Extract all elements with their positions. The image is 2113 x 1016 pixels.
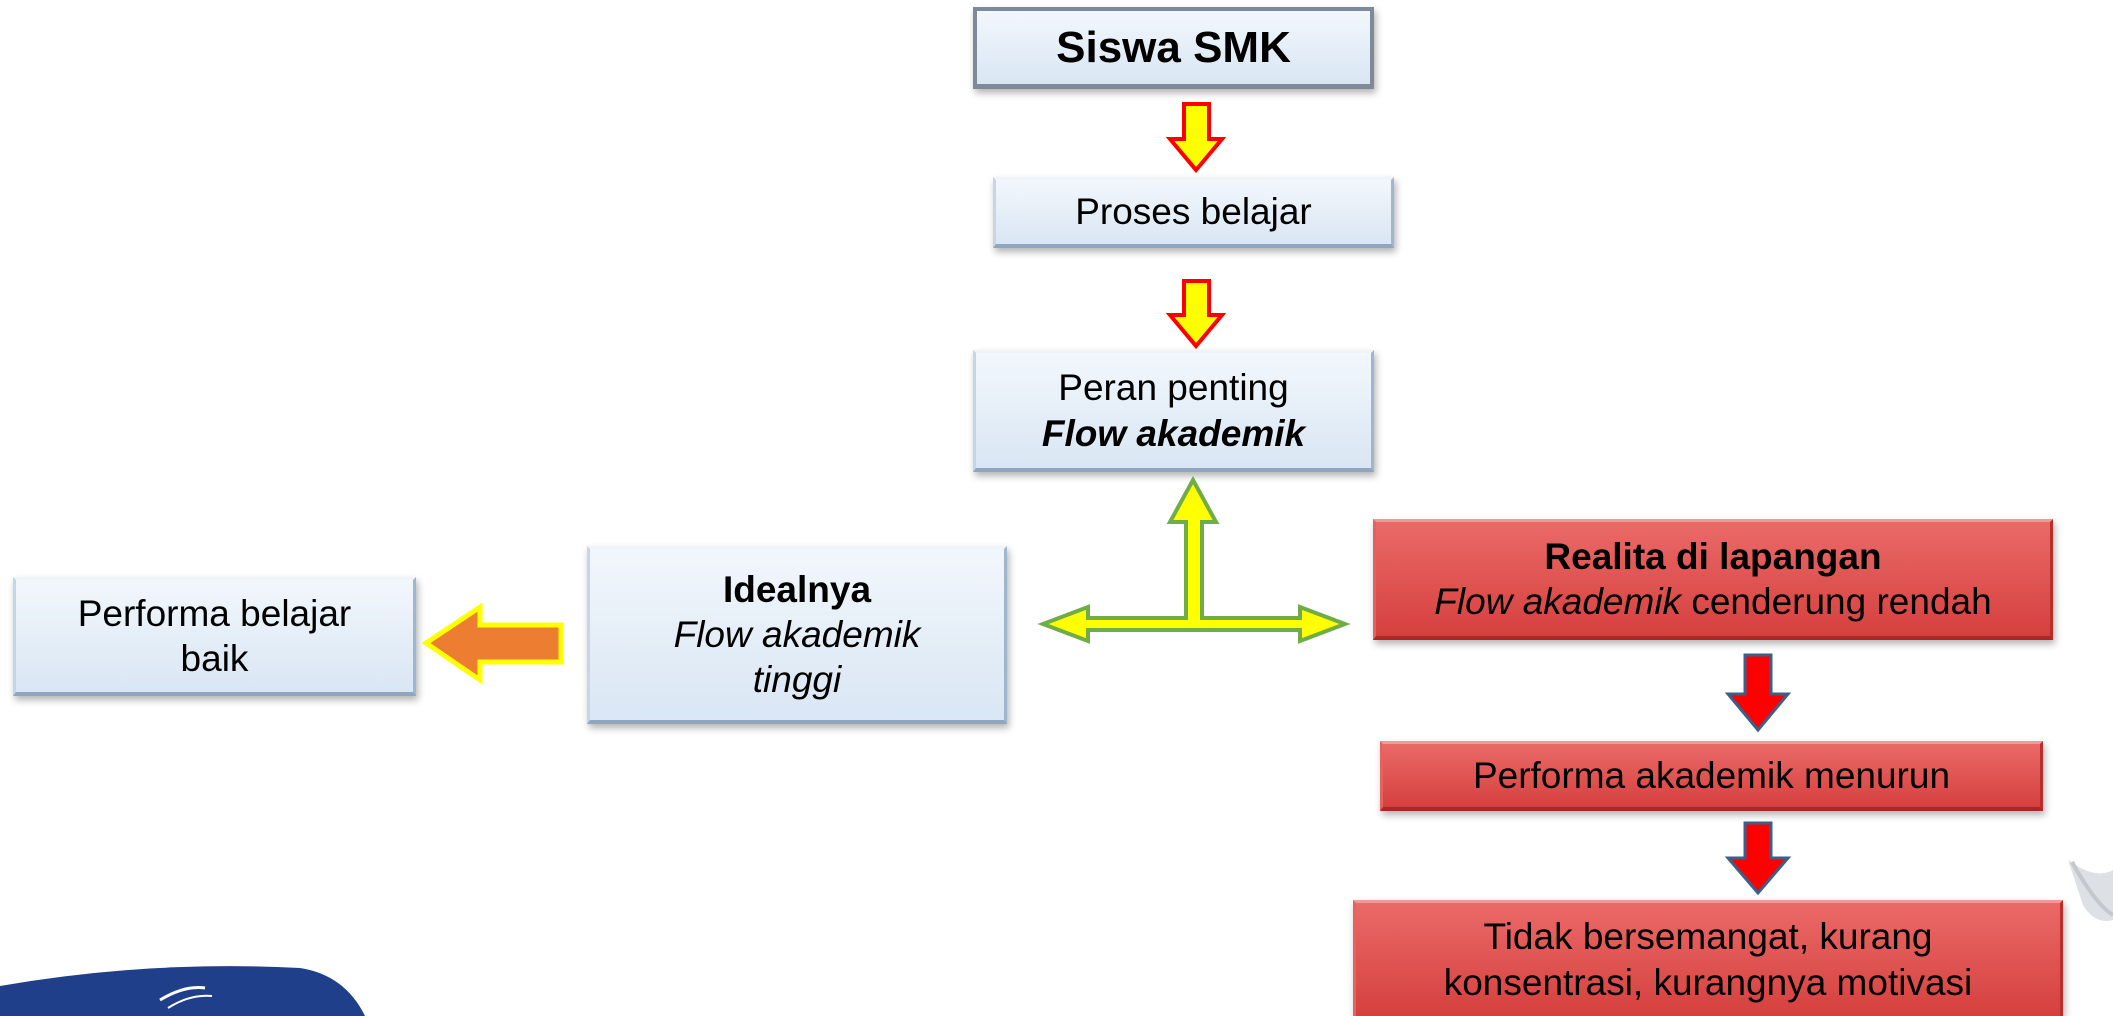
node-realita-di-lapangan: Realita di lapangan Flow akademik cender… [1373, 519, 2053, 640]
node-idealnya-line3: tinggi [752, 659, 842, 701]
arrow-peran-branch [1037, 475, 1351, 644]
node-performa-akademik-menurun-label: Performa akademik menurun [1472, 754, 1951, 796]
node-performa-belajar-baik-line1: Performa belajar [77, 592, 352, 634]
arrow-siswa-to-proses [1165, 102, 1227, 174]
node-idealnya: Idealnya Flow akademik tinggi [587, 546, 1007, 724]
node-proses-belajar-label: Proses belajar [1075, 191, 1312, 233]
node-realita-line2: Flow akademik cenderung rendah [1434, 579, 1991, 624]
arrow-idealnya-to-performa [421, 602, 564, 685]
node-realita-line2-italic: Flow akademik [1434, 581, 1682, 622]
arrow-menurun-to-tidak [1724, 821, 1792, 896]
node-peran-penting: Peran penting Flow akademik [973, 350, 1374, 472]
node-peran-penting-line1: Peran penting [1058, 367, 1289, 409]
logo-partial [0, 966, 365, 1016]
node-realita-line2-rest: cenderung rendah [1681, 581, 1992, 622]
node-idealnya-title: Idealnya [722, 568, 872, 610]
node-tidak-bersemangat: Tidak bersemangat, kurang konsentrasi, k… [1353, 900, 2063, 1016]
arrow-realita-to-menurun [1724, 653, 1792, 733]
node-tidak-bersemangat-line2: konsentrasi, kurangnya motivasi [1443, 961, 1973, 1003]
node-peran-penting-line2: Flow akademik [1041, 412, 1306, 454]
node-performa-akademik-menurun: Performa akademik menurun [1380, 741, 2043, 811]
node-idealnya-line2: Flow akademik [673, 613, 921, 655]
node-siswa-smk-label: Siswa SMK [1056, 22, 1291, 72]
node-tidak-bersemangat-line1: Tidak bersemangat, kurang [1483, 916, 1933, 958]
node-proses-belajar: Proses belajar [993, 177, 1394, 248]
node-siswa-smk: Siswa SMK [973, 7, 1374, 89]
node-realita-title: Realita di lapangan [1544, 535, 1882, 577]
arrow-proses-to-peran [1165, 279, 1227, 350]
decorative-swoosh [2068, 860, 2113, 921]
node-performa-belajar-baik: Performa belajar baik [13, 577, 416, 696]
node-performa-belajar-baik-line2: baik [180, 638, 249, 679]
